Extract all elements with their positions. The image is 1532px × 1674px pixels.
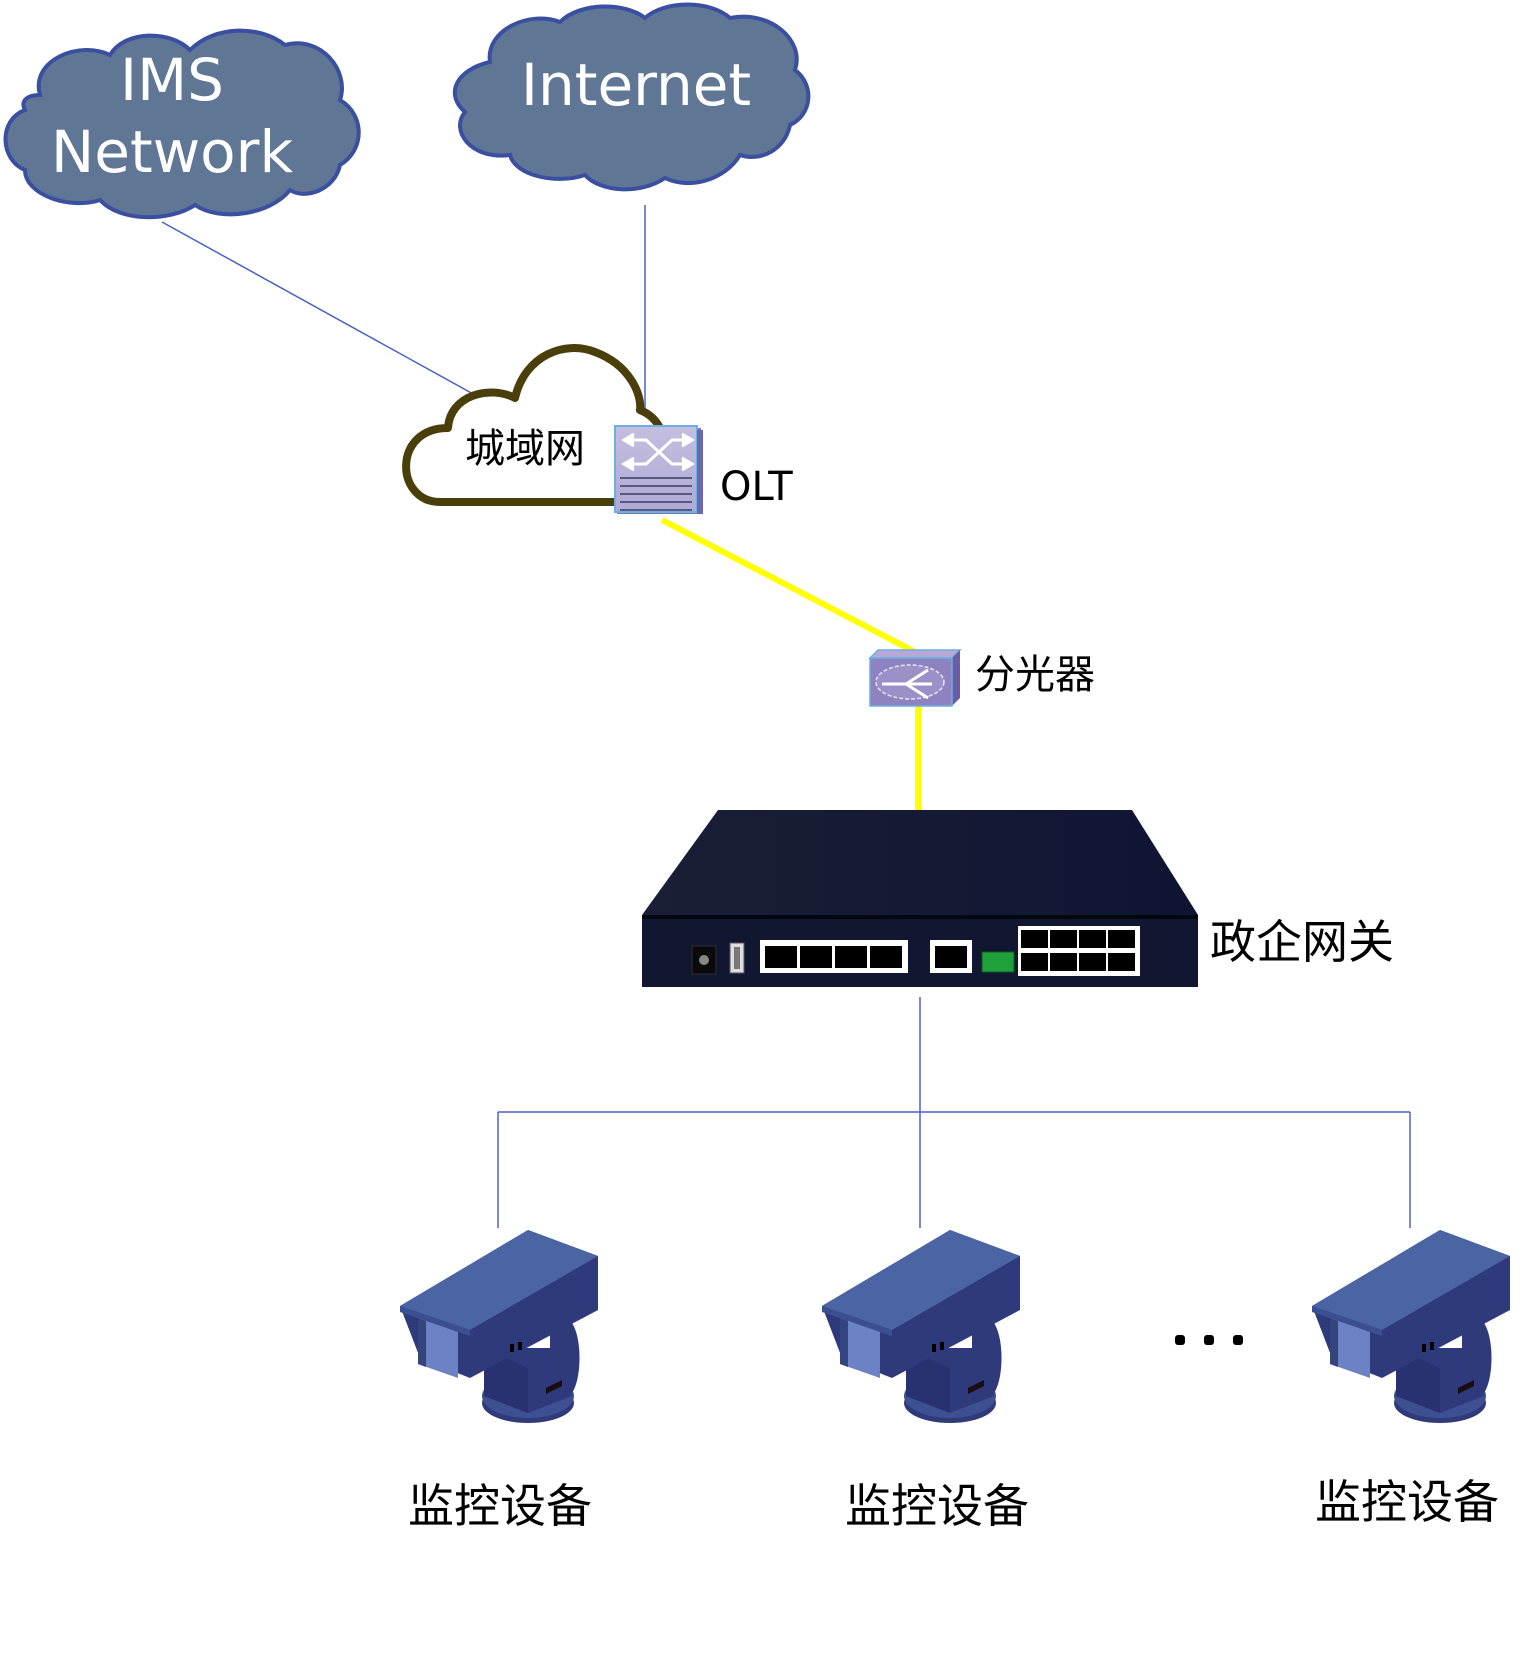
camera-group bbox=[400, 1230, 1510, 1423]
gateway-device[interactable]: 政企网关 bbox=[642, 810, 1394, 987]
cloud-outline-icon bbox=[402, 344, 668, 506]
metro-network-cloud: 城域网 bbox=[402, 344, 668, 506]
camera-label-2: 监控设备 bbox=[845, 1479, 1029, 1533]
camera-label-1: 监控设备 bbox=[408, 1479, 592, 1533]
metro-label: 城域网 bbox=[465, 426, 585, 472]
olt-device[interactable]: OLT bbox=[614, 425, 793, 514]
links bbox=[161, 205, 1411, 1228]
cloud-icon bbox=[452, 2, 811, 192]
internet-label: Internet bbox=[521, 51, 751, 119]
olt-label: OLT bbox=[720, 464, 793, 510]
ims-label-line2: Network bbox=[51, 118, 294, 186]
camera-device[interactable] bbox=[822, 1230, 1020, 1423]
ims-label-line1: IMS bbox=[120, 46, 224, 114]
switch-slots bbox=[620, 477, 692, 511]
ellipsis-dots bbox=[1175, 1335, 1243, 1345]
camera-label-3: 监控设备 bbox=[1315, 1475, 1499, 1529]
ims-network-cloud: IMS Network bbox=[3, 28, 361, 220]
splitter-device[interactable]: 分光器 bbox=[868, 649, 1095, 707]
splitter-icon bbox=[875, 664, 945, 700]
camera-device[interactable] bbox=[400, 1230, 598, 1423]
link-olt-splitter bbox=[660, 517, 917, 655]
gateway-label: 政企网关 bbox=[1210, 915, 1394, 969]
cloud-icon bbox=[3, 28, 361, 220]
camera-device[interactable] bbox=[1312, 1230, 1510, 1423]
fiber-port bbox=[981, 951, 1015, 973]
switch-arrows-icon bbox=[621, 432, 695, 472]
internet-cloud: Internet bbox=[452, 2, 811, 192]
splitter-label: 分光器 bbox=[975, 652, 1095, 698]
link-ims-metro bbox=[161, 221, 476, 396]
